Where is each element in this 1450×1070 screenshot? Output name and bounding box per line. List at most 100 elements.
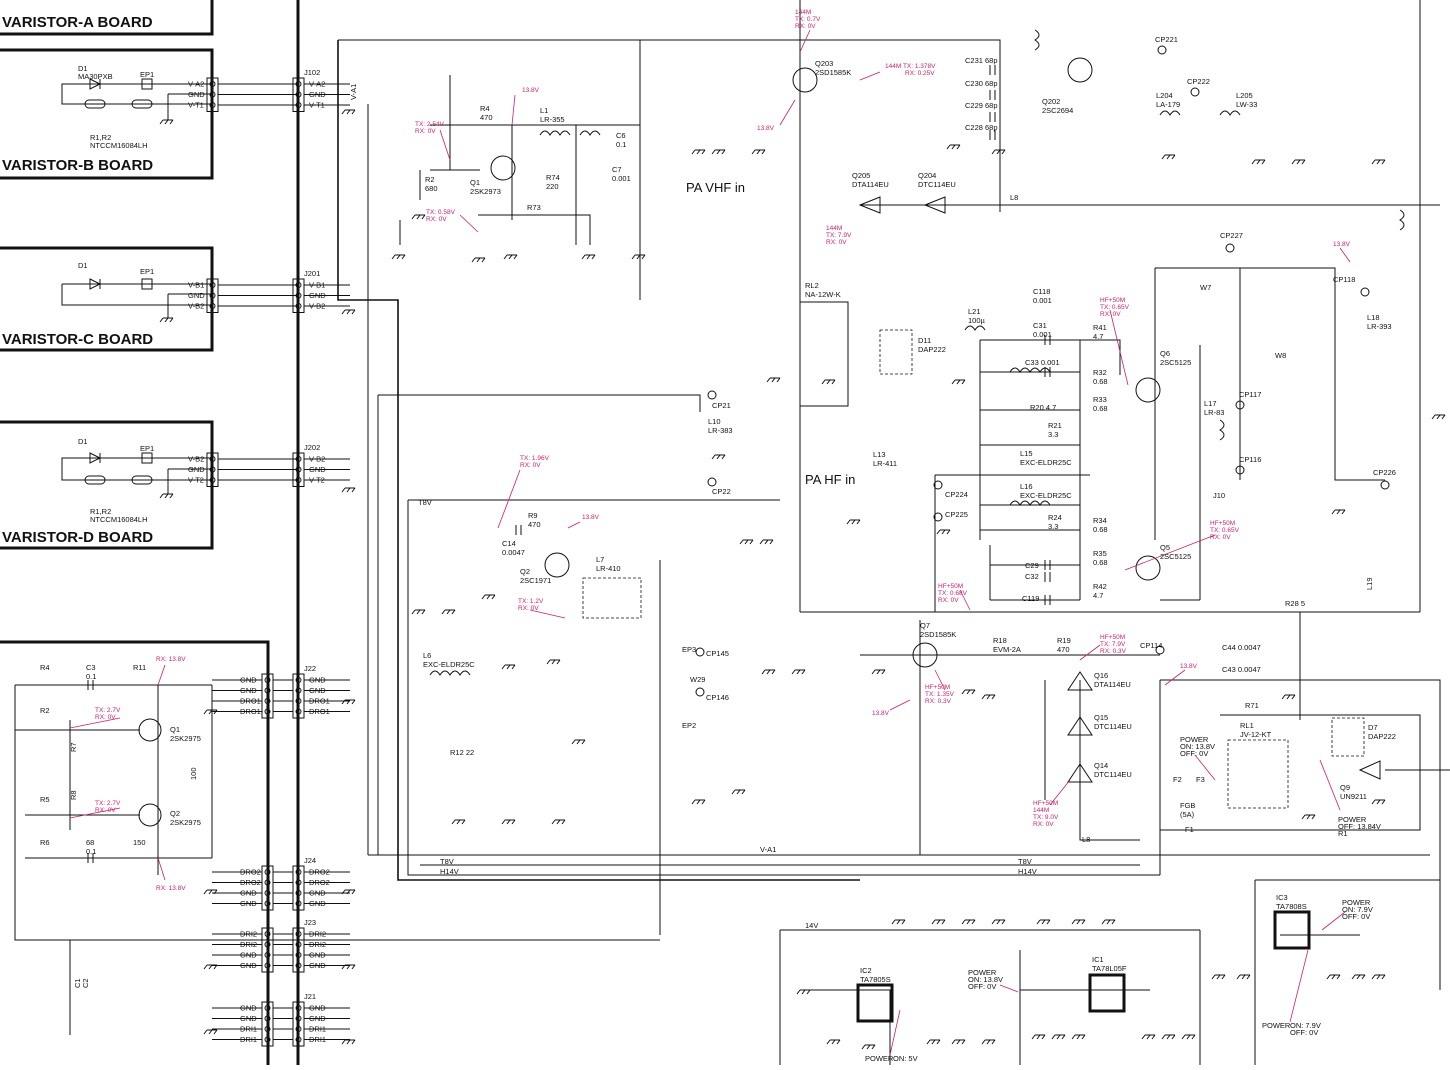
- ground-symbol: [761, 669, 776, 675]
- label-l16-part: EXC-ELDR25C: [1020, 491, 1072, 500]
- label-q1: Q1: [470, 178, 480, 187]
- label-t8v-bottom: T8V: [440, 857, 454, 866]
- ground-symbol: [203, 1029, 218, 1035]
- label-c118-value: 0.001: [1033, 296, 1052, 305]
- ground-symbol: [1281, 694, 1296, 700]
- ground-symbol: [711, 149, 726, 155]
- ground-symbol: [341, 699, 356, 705]
- label-left-r4: R6: [40, 838, 50, 847]
- label-l205: L205: [1236, 91, 1253, 100]
- volt-q203-e: RX: 0.25V: [905, 70, 935, 77]
- label-c33: C33 0.001: [1025, 358, 1060, 367]
- ground-symbol: [926, 1039, 941, 1045]
- ground-symbol: [1031, 1034, 1046, 1040]
- label-c32: C32: [1025, 572, 1039, 581]
- label-c43: C43 0.0047: [1222, 665, 1261, 674]
- pa-vhf-label: PA VHF in: [686, 180, 745, 195]
- ground-symbol: [501, 664, 516, 670]
- label-j10: J10: [1213, 491, 1225, 500]
- ground-symbol: [861, 1044, 876, 1050]
- label-f2: F2: [1173, 775, 1182, 784]
- label-r41-value: 4.7: [1093, 332, 1103, 341]
- ground-symbol: [821, 379, 836, 385]
- label-va1-bottom: V-A1: [760, 845, 776, 854]
- label-c6-value: 0.1: [616, 140, 626, 149]
- label-cp114: CP114: [1140, 641, 1162, 650]
- label-r2: R2: [425, 175, 435, 184]
- ground-symbol: [961, 919, 976, 925]
- label-q16-part: DTA114EU: [1094, 680, 1131, 689]
- label-left-q2: Q2: [170, 809, 180, 818]
- label-r74-value: 220: [546, 182, 559, 191]
- ground-symbol: [711, 454, 726, 460]
- volt-q16-hf: HF+50M: [1100, 634, 1125, 641]
- label-l1: L1: [540, 106, 548, 115]
- ground-symbol: [341, 964, 356, 970]
- ground-symbol: [731, 789, 746, 795]
- label-power-ic2: POWER: [865, 1054, 894, 1063]
- label-c31: C31: [1033, 321, 1047, 330]
- label-r24: R24: [1048, 513, 1062, 522]
- label-power-rl1: POWER: [1180, 735, 1209, 744]
- ground-symbol: [1051, 1034, 1066, 1040]
- label-q6-part: 2SC5125: [1160, 358, 1191, 367]
- label-power-ic3-off: OFF: 0V: [1342, 912, 1370, 921]
- ground-symbol: [1351, 974, 1366, 980]
- ground-symbol: [1071, 1034, 1086, 1040]
- volt-q14-144m: 144M: [1033, 807, 1049, 814]
- ground-symbol: [951, 1039, 966, 1045]
- volt-left-rx-bottom: RX: 13.8V: [156, 885, 186, 892]
- label-q205: Q205: [852, 171, 870, 180]
- volt-q14-tx: TX: 9.0V: [1033, 814, 1059, 821]
- label-w7: W7: [1200, 283, 1211, 292]
- label-r18: R18: [993, 636, 1007, 645]
- label-ic3-part: TA7808S: [1276, 902, 1307, 911]
- volt-138-e: 13.8V: [872, 710, 890, 717]
- connector-ref: J22: [304, 664, 316, 673]
- ground-symbol: [631, 254, 646, 260]
- label-d11-part: DAP222: [918, 345, 946, 354]
- label-left-r7: R11: [133, 663, 146, 672]
- volt-q1-rx2: RX: 0V: [426, 216, 447, 223]
- label-l15-part: EXC-ELDR25C: [1020, 458, 1072, 467]
- ground-symbol: [1036, 919, 1051, 925]
- label-c231: C231 68p: [965, 56, 998, 65]
- label-d7: D7: [1368, 723, 1378, 732]
- ground-symbol: [551, 819, 566, 825]
- volt-138-b: 13.8V: [522, 87, 540, 94]
- label-q6: Q6: [1160, 349, 1170, 358]
- label-r19: R19: [1057, 636, 1071, 645]
- ground-symbol: [1211, 974, 1226, 980]
- label-l6-part: EXC-ELDR25C: [423, 660, 475, 669]
- label-left-r8: 150: [133, 838, 146, 847]
- ground-symbol: [341, 1039, 356, 1045]
- label-left-q1: Q1: [170, 725, 180, 734]
- label-r20: R20 4.7: [1030, 403, 1056, 412]
- volt-q205-tx: TX: 7.9V: [826, 232, 852, 239]
- label-rl2-part: NA-12W-K: [805, 290, 841, 299]
- label-l10: L10: [708, 417, 721, 426]
- label-l204-part: LA-179: [1156, 100, 1180, 109]
- board-d-title: VARISTOR-D BOARD: [2, 529, 153, 546]
- ground-symbol: [891, 919, 906, 925]
- connector-ref: J102: [304, 68, 320, 77]
- volt-r61-rx: RX: 0V: [518, 605, 539, 612]
- regulator-ics: [856, 910, 1311, 1023]
- ground-symbol: [846, 519, 861, 525]
- board-b-title: VARISTOR-B BOARD: [2, 157, 153, 174]
- ground-symbol: [341, 487, 356, 493]
- volt-left-q2-tx: TX: 2.7V: [95, 800, 121, 807]
- label-power-ic3-on: ON: 7.9V: [1342, 905, 1373, 914]
- ground-symbol: [159, 493, 174, 499]
- c-d1-ref: D1: [78, 261, 88, 270]
- connector-ref: J202: [304, 443, 320, 452]
- connector-ref: J21: [304, 992, 316, 1001]
- label-r35-value: 0.68: [1093, 558, 1108, 567]
- label-fgb-rating: (5A): [1180, 810, 1195, 819]
- ground-symbol: [936, 529, 951, 535]
- label-l8-lower: L8: [1082, 835, 1090, 844]
- label-cp226: CP226: [1373, 468, 1396, 477]
- label-left-q1-part: 2SK2975: [170, 734, 201, 743]
- label-r4: R4: [480, 104, 490, 113]
- label-cp224: CP224: [945, 490, 968, 499]
